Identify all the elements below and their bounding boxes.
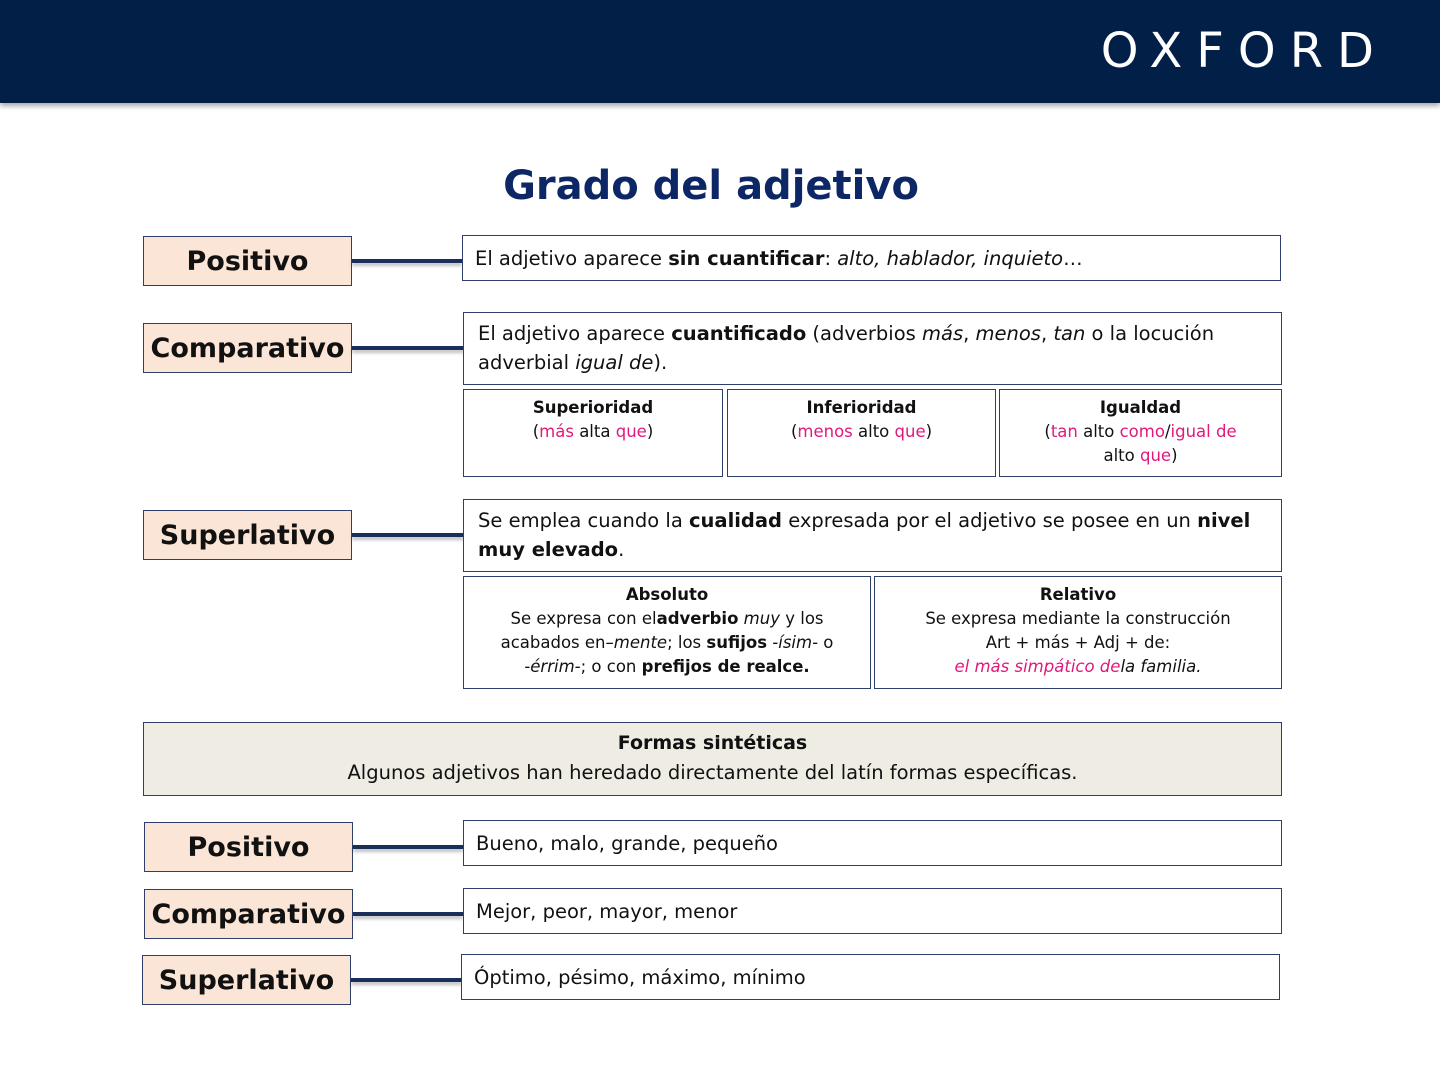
text: alto — [1103, 446, 1140, 465]
text: El adjetivo aparece — [478, 322, 672, 345]
text: alto — [852, 422, 895, 441]
highlight-text: menos — [797, 422, 853, 441]
text: : — [824, 246, 838, 270]
connector-line — [353, 845, 463, 849]
text: Se emplea cuando la — [478, 509, 689, 532]
highlight-text: que — [615, 422, 647, 441]
definition-comparativo: El adjetivo aparece cuantificado (adverb… — [463, 312, 1282, 385]
italic-text: igual de — [575, 351, 654, 374]
comparativo-igualdad: Igualdad (tan alto como/igual de alto qu… — [999, 389, 1282, 477]
connector-line — [351, 978, 462, 982]
italic-text: menos — [975, 322, 1041, 345]
italic-example: la familia. — [1120, 657, 1202, 676]
synthetic-forms-banner: Formas sintéticas Algunos adjetivos han … — [143, 722, 1282, 796]
text: ) — [1171, 446, 1178, 465]
header-bar: OXFORD — [0, 0, 1440, 103]
italic-text: –mente — [605, 633, 668, 652]
sub-title: Absoluto — [625, 585, 709, 604]
synthetic-comparativo-forms: Mejor, peor, mayor, menor — [463, 888, 1282, 934]
text: / — [1164, 422, 1171, 441]
bold-text: cuantificado — [671, 322, 807, 345]
highlight-text: tan — [1050, 422, 1078, 441]
italic-text: érrim- — [530, 657, 581, 676]
bold-text: adverbio — [656, 609, 739, 628]
sub-title: Relativo — [1039, 585, 1117, 604]
bold-text: cualidad — [688, 509, 783, 532]
bold-text: sufijos — [706, 633, 768, 652]
synthetic-forms-description: Algunos adjetivos han heredado directame… — [347, 761, 1078, 784]
text: o - — [524, 633, 834, 676]
synthetic-superlativo-forms: Óptimo, pésimo, máximo, mínimo — [461, 954, 1280, 1000]
text: ; o con — [580, 657, 642, 676]
highlight-text: más — [539, 422, 574, 441]
definition-positivo: El adjetivo aparece sin cuantificar: alt… — [462, 235, 1281, 281]
sub-title: Igualdad — [1099, 398, 1182, 417]
label-synthetic-comparativo: Comparativo — [144, 889, 353, 939]
highlight-text: como — [1119, 422, 1165, 441]
connector-line — [352, 259, 462, 263]
italic-text: -ísim- — [767, 633, 819, 652]
connector-line — [353, 912, 463, 916]
bold-text: sin cuantificar — [668, 246, 825, 270]
italic-text: tan — [1053, 322, 1086, 345]
label-superlativo: Superlativo — [143, 510, 352, 560]
text: (adverbios — [806, 322, 922, 345]
connector-line — [352, 346, 464, 350]
label-positivo: Positivo — [143, 236, 352, 286]
text: Se expresa con el — [510, 609, 657, 628]
sub-title: Superioridad — [532, 398, 654, 417]
italic-text: muy — [738, 609, 780, 628]
text: ( — [532, 422, 540, 441]
text: o la locución adverbial — [478, 322, 1215, 374]
text: … — [1063, 246, 1083, 270]
text: ; los — [667, 633, 707, 652]
label-comparativo: Comparativo — [143, 323, 352, 373]
superlativo-absoluto: Absoluto Se expresa con eladverbio muy y… — [463, 576, 871, 689]
highlight-text: que — [894, 422, 926, 441]
text: expresada por el adjetivo se posee en un — [782, 509, 1198, 532]
oxford-logo: OXFORD — [1100, 23, 1388, 79]
synthetic-forms-title: Formas sintéticas — [617, 732, 808, 754]
text: , — [1040, 322, 1054, 345]
text: El adjetivo aparece — [475, 246, 669, 270]
text: ). — [653, 351, 668, 374]
definition-superlativo: Se emplea cuando la cualidad expresada p… — [463, 499, 1282, 572]
text: ( — [1044, 422, 1051, 441]
text: ) — [925, 422, 933, 441]
highlight-text: igual de — [1170, 422, 1237, 441]
bold-text: prefijos de realce. — [641, 657, 810, 676]
label-synthetic-positivo: Positivo — [144, 822, 353, 872]
text: Se expresa mediante la construcción — [925, 609, 1231, 628]
highlight-text: que — [1139, 446, 1172, 465]
text: y los acabados en — [500, 609, 824, 652]
page-title: Grado del adjetivo — [503, 163, 919, 209]
label-synthetic-superlativo: Superlativo — [142, 955, 351, 1005]
text: ( — [790, 422, 798, 441]
sub-title: Inferioridad — [806, 398, 917, 417]
italic-examples: alto, hablador, inquieto — [837, 246, 1064, 270]
text: alto — [1077, 422, 1120, 441]
bold-text: nivel muy elevado — [478, 509, 1251, 561]
connector-line — [352, 533, 464, 537]
highlight-example: el más simpático de — [954, 657, 1121, 676]
comparativo-superioridad: Superioridad (más alta que) — [463, 389, 723, 477]
italic-text: más — [922, 322, 964, 345]
text: ) — [646, 422, 654, 441]
superlativo-relativo: Relativo Se expresa mediante la construc… — [874, 576, 1282, 689]
text: , — [963, 322, 976, 345]
comparativo-inferioridad: Inferioridad (menos alto que) — [727, 389, 996, 477]
text: . — [618, 538, 625, 561]
text: alta — [573, 422, 616, 441]
formula-text: Art + más + Adj + de: — [985, 633, 1171, 652]
synthetic-positivo-forms: Bueno, malo, grande, pequeño — [463, 820, 1282, 866]
